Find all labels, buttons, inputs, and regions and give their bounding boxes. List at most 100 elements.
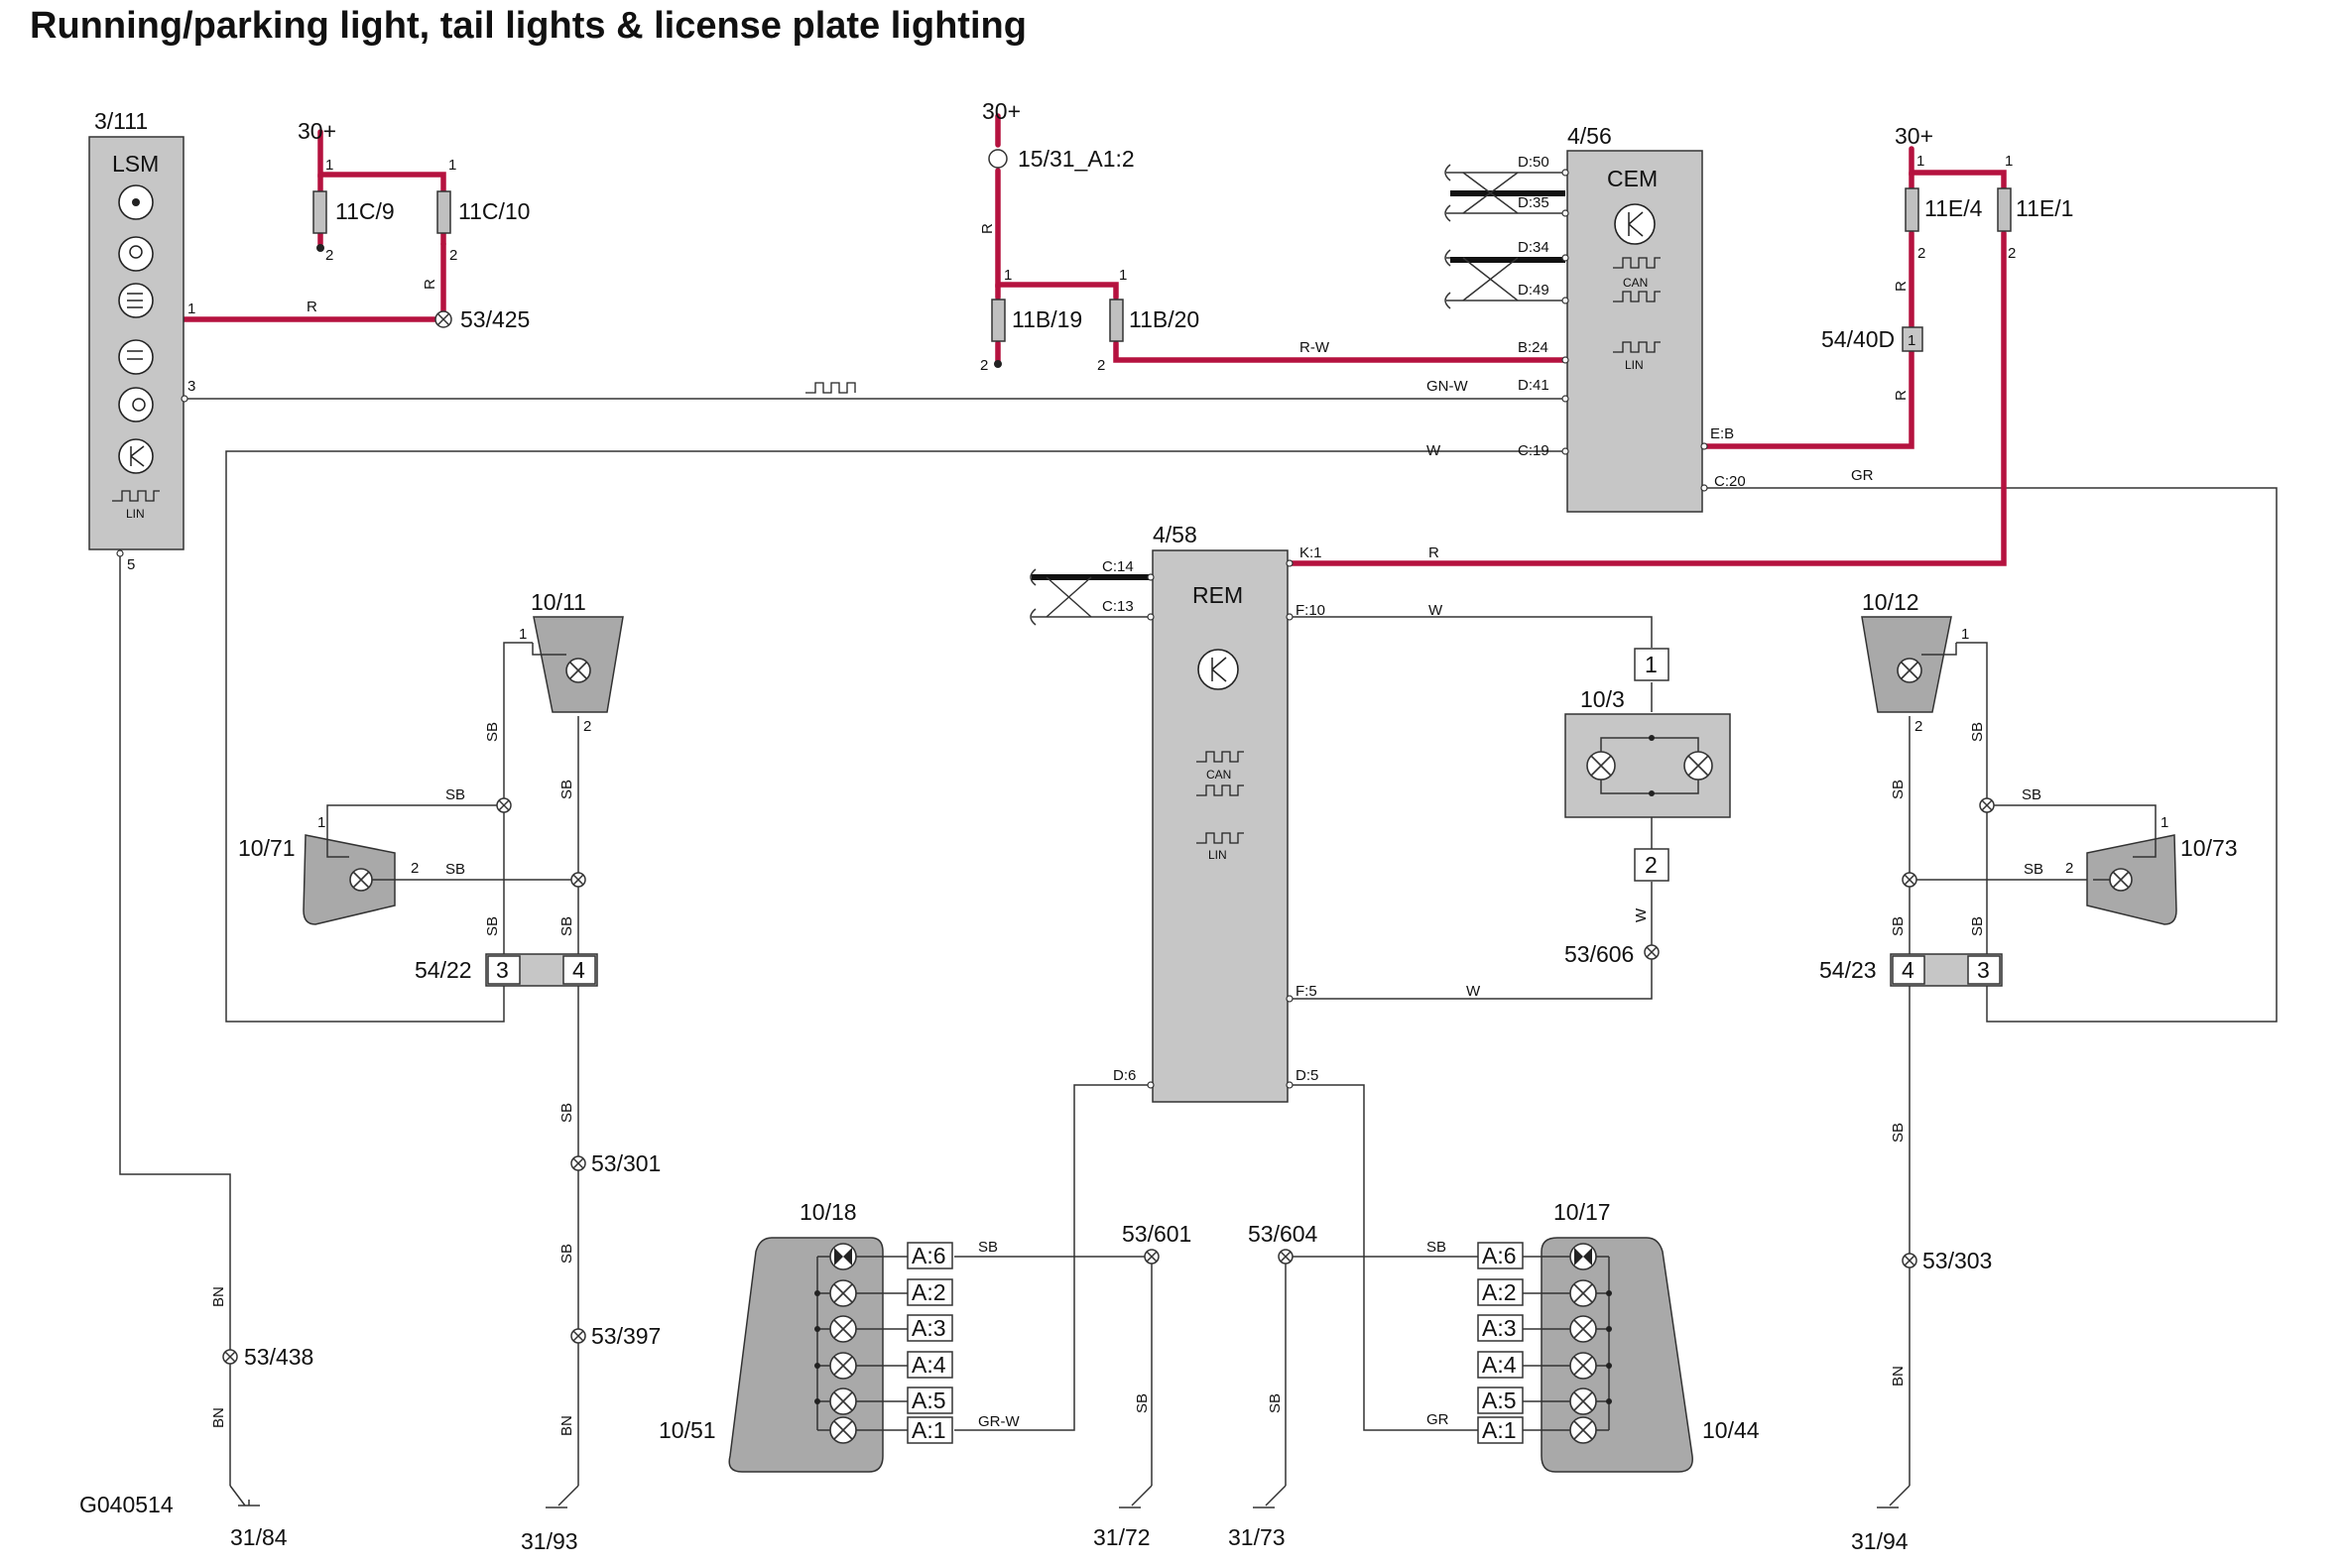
signal-wires [119, 172, 2278, 1486]
splice-53-604-label: 53/604 [1248, 1221, 1318, 1247]
lamp-10-11-pin2: 2 [583, 718, 591, 735]
cem-can-icon [1613, 257, 1661, 269]
cem-transistor-icon [1614, 203, 1656, 245]
cem-lin-icon [1613, 341, 1661, 353]
ground-31-84: 31/84 [229, 1485, 288, 1550]
wire-label-bn-2: BN [210, 1286, 227, 1307]
supply-label-11c: 30+ [298, 118, 336, 144]
power-wires [182, 113, 2007, 566]
tail-lamp-10-18-id: 10/18 [800, 1199, 857, 1225]
wire-label-w-c19: W [1426, 442, 1441, 459]
lamp-10-3-id: 10/3 [1580, 686, 1625, 712]
wire-label-sb-r3: SB [2022, 786, 2041, 803]
lamp-10-3-bulb-right-icon [1683, 751, 1713, 781]
rem-pin-d6: D:6 [1113, 1067, 1136, 1084]
cem-pin-b24: B:24 [1518, 339, 1548, 356]
connector-54-22: 3 4 54/22 [415, 953, 598, 987]
lsm-pin-3: 3 [187, 378, 195, 395]
wire-label-gnw: GN-W [1426, 378, 1468, 395]
splice-53-397-label: 53/397 [591, 1323, 661, 1349]
cem-module: 4/56 CEM CAN LIN D:50 D:35 D:34 D:49 B:2… [1518, 123, 1746, 513]
lamp-10-12-bulb-icon [1897, 658, 1922, 683]
lsm-pin-1: 1 [187, 301, 195, 317]
tail-lamp-10-17-bulb-a5-icon [1569, 1387, 1597, 1415]
tail-lamp-10-17-bulb-a3-icon [1569, 1315, 1597, 1343]
cem-pin-d35: D:35 [1518, 194, 1549, 211]
lsm-name: LSM [112, 151, 159, 177]
wire-label-sb-2: SB [558, 780, 575, 799]
wire-label-bn-r1: BN [1890, 1366, 1907, 1387]
ground-31-73: 31/73 [1228, 1485, 1287, 1550]
rem-pin-k1: K:1 [1299, 544, 1322, 561]
rem-pin-c14: C:14 [1102, 558, 1134, 575]
cem-pin-d41: D:41 [1518, 377, 1549, 394]
lamp-10-73-bulb-icon [2109, 868, 2133, 892]
tail-lamp-10-44-id: 10/44 [1702, 1417, 1760, 1443]
fuse-11c-10: 11C/10 1 2 [436, 157, 530, 264]
rem-lin-label: LIN [1208, 848, 1227, 862]
terminal-15-31: 15/31_A1:2 [988, 146, 1135, 172]
wire-label-rw: R-W [1299, 339, 1330, 356]
fuse-11b-19-pin2: 2 [980, 357, 988, 374]
fuse-11b-20-pin1: 1 [1119, 267, 1127, 284]
tail-lamp-10-18-bulb-a4-icon [829, 1352, 857, 1380]
tail-lamp-10-17-id: 10/17 [1553, 1199, 1611, 1225]
lsm-parking-icon [118, 283, 154, 318]
rem-pin-d5: D:5 [1296, 1067, 1318, 1084]
connector-54-22-pin4: 4 [572, 957, 585, 983]
wire-label-bn-3: BN [210, 1407, 227, 1428]
wire-label-sb-r7: SB [1890, 1123, 1907, 1143]
fuse-11b-20-pin2: 2 [1097, 357, 1105, 374]
lamp-10-71: 10/71 1 2 [238, 814, 419, 925]
connector-54-22-pin3: 3 [496, 957, 509, 983]
rem-can-label: CAN [1206, 768, 1231, 782]
fuse-11c-9-pin1: 1 [325, 157, 333, 174]
wire-label-sb-8: SB [558, 1244, 575, 1264]
tail-lamp-10-17-bulb-a2-icon [1569, 1279, 1597, 1307]
wire-label-sb-4: SB [445, 861, 465, 878]
wire-label-grw: GR-W [978, 1413, 1020, 1430]
tail-lamp-10-17: 10/17 10/44 A:6 A:2 A:3 A:4 A:5 A:1 [1477, 1199, 1760, 1473]
lsm-lin-label: LIN [126, 507, 145, 521]
fuse-11c-9-id: 11C/9 [335, 198, 395, 224]
ground-31-93-label: 31/93 [521, 1528, 578, 1554]
splice-53-606: 53/606 [1564, 941, 1660, 967]
lamp-10-73-pin2: 2 [2065, 860, 2073, 877]
tail-lamp-10-17-brake-icon [1569, 1243, 1597, 1270]
wire-label-sb-3: SB [445, 786, 465, 803]
tail-lamp-10-17-bulb-a4-icon [1569, 1352, 1597, 1380]
splice-53-604: 53/604 [1248, 1221, 1318, 1265]
connector-54-22-id: 54/22 [415, 957, 472, 983]
fuse-11e-4-pin1: 1 [1916, 153, 1924, 170]
cem-pin-c20: C:20 [1714, 473, 1746, 490]
lamp-10-11-pin1: 1 [519, 626, 527, 643]
connector-54-40d-id: 54/40D [1821, 326, 1895, 352]
wire-label-w-f10: W [1428, 602, 1443, 619]
cem-can-label: CAN [1623, 276, 1648, 290]
splice-53-425: 53/425 [434, 306, 530, 332]
lsm-bulb-icon [118, 236, 154, 272]
lamp-10-73-id: 10/73 [2180, 835, 2238, 861]
tail-lamp-10-51-id: 10/51 [659, 1417, 716, 1443]
lsm-module: 3/111 LSM LIN 1 3 5 [88, 108, 195, 573]
wire-label-r-15: R [979, 223, 996, 234]
wire-label-gr-c20: GR [1851, 467, 1874, 484]
splice-53-301: 53/301 [570, 1150, 661, 1176]
wire-label-sb-1: SB [484, 722, 501, 742]
wire-label-sb-5: SB [484, 916, 501, 936]
fuse-11e-1-id: 11E/1 [2016, 195, 2073, 221]
tail-10-18-pin-a4: A:4 [912, 1352, 946, 1378]
splice-junction-left-2 [570, 872, 586, 888]
tail-lamp-10-18-bulb-a1-icon [829, 1416, 857, 1444]
connector-54-23: 4 3 54/23 [1819, 953, 2003, 987]
wire-label-sb-tail-l: SB [978, 1239, 998, 1256]
tail-lamp-10-17-pins: A:6 A:2 A:3 A:4 A:5 A:1 [1477, 1242, 1524, 1444]
fuse-11c-9: 30+ 11C/9 1 2 [298, 118, 395, 264]
cem-id: 4/56 [1567, 123, 1612, 149]
wire-label-sb-r5: SB [1890, 916, 1907, 936]
fuse-11b-19-pin1: 1 [1004, 267, 1012, 284]
tail-lamp-10-18-bulb-a3-icon [829, 1315, 857, 1343]
tail-lamp-10-17-bulb-a1-icon [1569, 1416, 1597, 1444]
ground-31-94-label: 31/94 [1851, 1528, 1909, 1554]
